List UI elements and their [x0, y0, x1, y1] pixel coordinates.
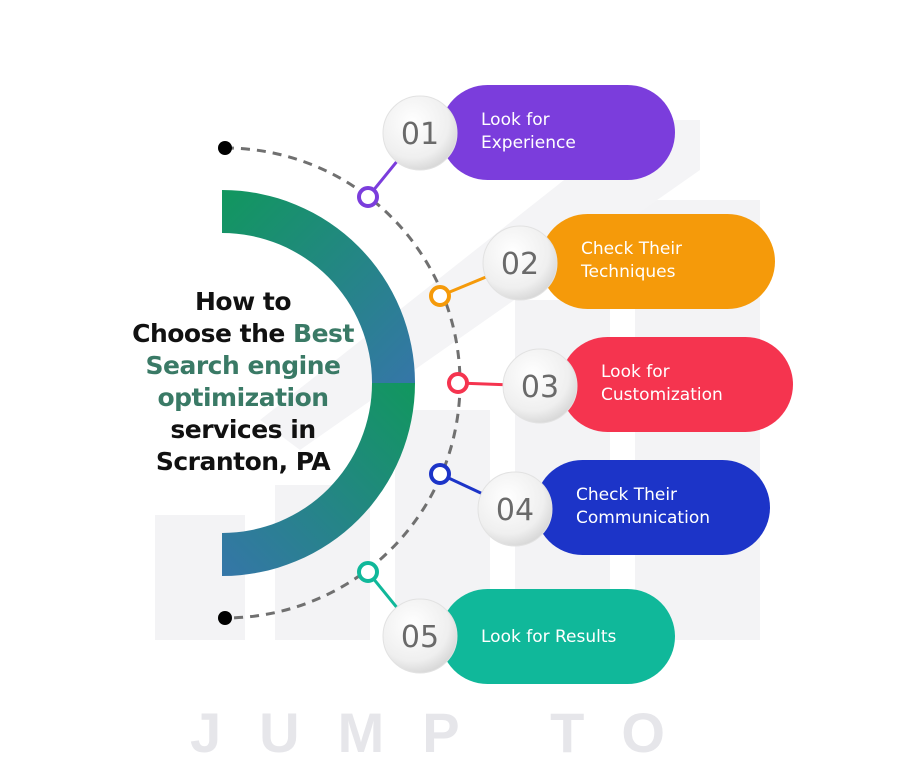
step-number-ball [382, 95, 458, 171]
title-line: Scranton, PA [155, 447, 331, 476]
step-label-line2: Experience [481, 133, 576, 153]
step-label-line2: Customization [601, 385, 723, 405]
half-ring-bottom [222, 383, 415, 576]
step-number-ball [477, 471, 553, 547]
step-pill [440, 589, 675, 684]
title-highlight: Search engine [145, 351, 341, 380]
connector-node [429, 463, 451, 485]
connector-node [357, 561, 379, 583]
title-highlight: optimization [157, 383, 329, 412]
title-line: Choose the Best [108, 318, 378, 350]
step-number-ball [482, 225, 558, 301]
step-number: 01 [401, 117, 439, 152]
step-pill [535, 460, 770, 555]
step-number: 04 [496, 493, 534, 528]
title-highlight: Best [293, 319, 354, 348]
watermark: JUMP TO [190, 701, 703, 764]
connector-node [357, 186, 379, 208]
step-label-line2: Communication [576, 508, 710, 528]
timeline-end-dot [218, 611, 232, 625]
title-line: How to [194, 287, 292, 316]
step-pill [440, 85, 675, 180]
connector-node [447, 372, 469, 394]
title-line: services in [170, 415, 316, 444]
step-number: 02 [501, 247, 539, 282]
step-number-ball [382, 598, 458, 674]
step-number: 03 [521, 370, 559, 405]
step-number-ball [502, 348, 578, 424]
step-pill [540, 214, 775, 309]
step-number: 05 [401, 620, 439, 655]
timeline-start-dot [218, 141, 232, 155]
half-ring-top [222, 190, 415, 383]
step-label-line1: Check Their [576, 485, 677, 505]
step-label-line1: Check Their [581, 239, 682, 259]
step-label-line1: Look for [601, 362, 670, 382]
title-text: Choose the [132, 319, 294, 348]
step-label-line2: Techniques [580, 262, 676, 282]
connector-node [429, 285, 451, 307]
step-label-line1: Look for Results [481, 627, 617, 647]
step-pill [560, 337, 793, 432]
step-05: 05 Look for Results [357, 561, 675, 684]
step-label-line1: Look for [481, 110, 550, 130]
page-title: How to Choose the Best Search engine opt… [108, 286, 378, 478]
